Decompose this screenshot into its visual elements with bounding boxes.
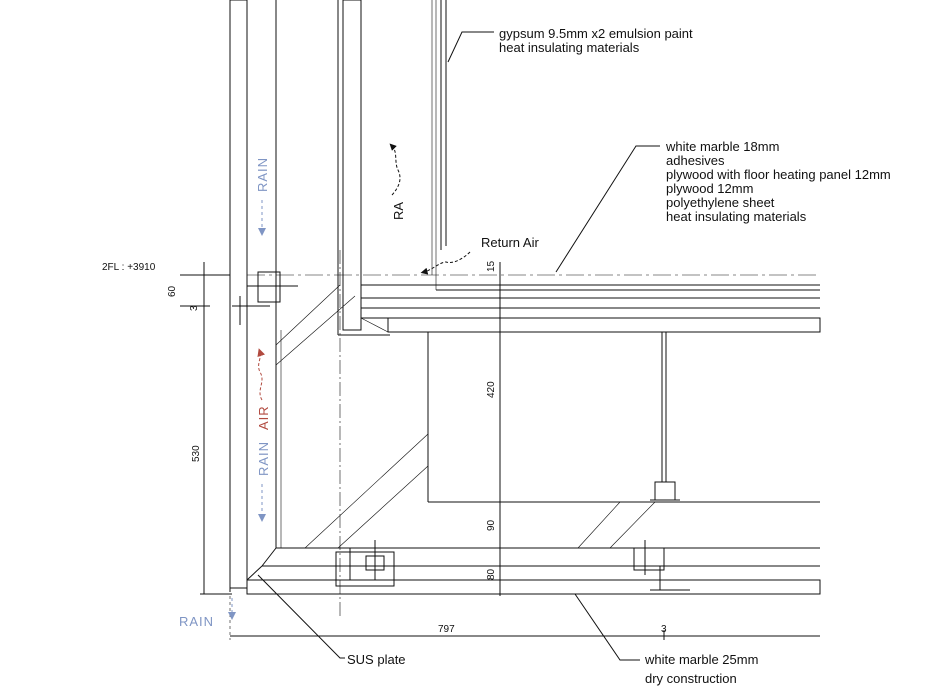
floor-label-line3: plywood with floor heating panel 12mm	[666, 167, 891, 182]
dimension-lines	[180, 262, 820, 640]
air-arrow	[257, 348, 266, 401]
gypsum-label-line2: heat insulating materials	[499, 40, 640, 55]
gypsum-label-line1: gypsum 9.5mm x2 emulsion paint	[499, 26, 693, 41]
return-air-arrow	[420, 251, 471, 275]
floor-label-line1: white marble 18mm	[665, 139, 779, 154]
bottom-label-line1: white marble 25mm	[644, 652, 758, 667]
floor-layers	[247, 274, 821, 333]
return-air-label: Return Air	[481, 235, 539, 250]
dim-797: 797	[438, 624, 455, 635]
ra-label: RA	[391, 202, 406, 220]
dim-3-left: 3	[189, 305, 200, 311]
floor-label-line6: heat insulating materials	[666, 209, 807, 224]
dim-420: 420	[486, 381, 497, 398]
rain-label-bottom: RAIN	[179, 614, 214, 629]
floor-label-line5: polyethylene sheet	[666, 195, 775, 210]
lower-slab	[246, 284, 821, 595]
interior-insulation-wall	[337, 0, 390, 336]
exterior-wall	[229, 0, 277, 592]
bottom-label-line2: dry construction	[645, 671, 737, 686]
ra-arrow	[389, 143, 401, 196]
air-label: AIR	[256, 405, 271, 430]
dim-80: 80	[486, 568, 497, 580]
level-label: 2FL : +3910	[102, 262, 156, 273]
fixing-brackets	[232, 271, 690, 591]
dim-3-bottom: 3	[661, 624, 667, 635]
rain-label-mid: RAIN	[256, 441, 271, 476]
rain-label-top: RAIN	[255, 157, 270, 192]
dim-90: 90	[486, 519, 497, 531]
dim-15: 15	[486, 260, 497, 272]
dim-60: 60	[167, 285, 178, 297]
floor-label-line4: plywood 12mm	[666, 181, 753, 196]
leader-lines	[257, 31, 660, 661]
floor-label-line2: adhesives	[666, 153, 725, 168]
dim-530: 530	[191, 445, 202, 462]
sus-plate-label: SUS plate	[347, 652, 406, 667]
center-lines	[280, 250, 341, 618]
